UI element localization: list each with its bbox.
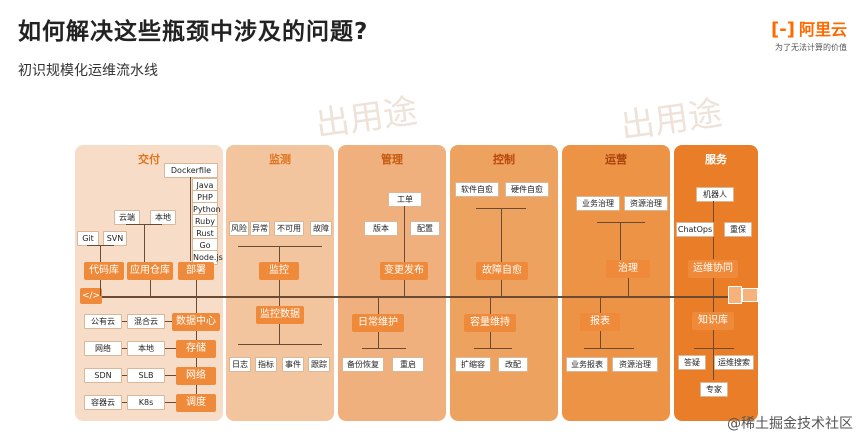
report-node: 报表 [580,313,620,331]
chatops-box: ChatOps [676,222,714,237]
trace-box: 跟踪 [308,357,330,372]
hw-heal-box: 硬件自愈 [505,182,549,197]
cloud-box: 云端 [114,210,140,225]
dc-node: 数据中心 [172,313,220,331]
logo-icon: [-] [771,19,795,40]
brand-logo: [-]阿里云 为了无法计算的价值 [771,16,847,53]
storage-node: 存储 [176,340,216,358]
page-subtitle: 初识规模化运维流水线 [18,63,158,79]
page-title: 如何解决这些瓶颈中涉及的问题? [18,19,369,45]
adapt-box: 改配 [498,357,528,372]
hybrid-box: 混合云 [127,314,165,329]
panel-title: 交付 [138,153,160,166]
logo-name: 阿里云 [798,20,847,39]
collab-node: 运维协同 [688,260,738,278]
k8s-box: K8s [127,395,165,410]
lang-box: Rust [192,226,218,241]
heal-node: 故障自愈 [476,262,528,280]
artifact-node: 应用仓库 [127,262,173,280]
monitor-node: 监控 [259,262,299,280]
git-box: Git [77,231,99,246]
scale-box: 扩缩容 [455,357,491,372]
fault-box: 故障 [310,221,332,236]
container-box: 容器云 [84,395,122,410]
restart-box: 重启 [392,357,424,372]
mdata-node: 监控数据 [256,306,304,324]
local-box: 本地 [150,210,176,225]
tuning-node: 调度 [176,394,216,412]
search-box: 运维搜索 [714,355,754,370]
kb-node: 知识库 [692,312,734,330]
watermark: 出用途 [313,91,420,145]
panel-title: 管理 [381,153,403,166]
codebase-node: 代码库 [84,262,124,280]
panel-title: 控制 [493,153,515,166]
device-icon [728,286,742,304]
local2-box: 本地 [127,341,165,356]
svn-box: SVN [103,231,127,246]
gov-node: 治理 [606,260,650,278]
config-box: 配置 [410,221,440,236]
panel-title: 监测 [269,153,291,166]
event-box: 事件 [282,357,304,372]
device-icon [742,288,758,302]
risk-box: 风险 [229,221,249,236]
panel-title: 服务 [705,153,727,166]
panel-fuwu: 服务 [674,145,758,421]
res-gov2-box: 资源治理 [612,357,658,372]
backup-box: 备份恢复 [342,357,384,372]
dockerfile-box: Dockerfile [164,163,218,178]
slb-box: SLB [127,368,165,383]
deploy-node: 部署 [178,262,214,280]
abn-box: 异常 [250,221,270,236]
public-box: 公有云 [84,314,122,329]
pipeline-line [86,296,754,298]
sw-heal-box: 软件自愈 [455,182,499,197]
expert-box: 专家 [700,382,728,397]
net-box: 网络 [84,341,122,356]
sdn-box: SDN [84,368,122,383]
change-node: 变更发布 [380,262,428,280]
panel-guanli: 管理 [338,145,446,421]
footer-watermark: @稀土掘金技术社区 [727,416,853,432]
capacity-node: 容量维持 [464,314,516,332]
maint-node: 日常维护 [352,314,404,332]
ticket-box: 工单 [388,192,422,207]
watermark: 出用途 [618,93,725,147]
network-node: 网络 [176,367,216,385]
res-gov-box: 资源治理 [624,196,668,211]
panel-yunying: 运营 [562,145,670,421]
code-icon: </> [80,288,102,304]
panel-jiankong: 监测 [226,145,334,421]
logo-slogan: 为了无法计算的价值 [775,43,847,52]
metric-box: 指标 [255,357,277,372]
robot-box: 机器人 [696,187,734,202]
version-box: 版本 [364,221,398,236]
unavail-box: 不可用 [274,221,304,236]
panel-title: 运营 [605,153,627,166]
qa-box: 答疑 [678,355,706,370]
warranty-box: 重保 [724,222,752,237]
log-box: 日志 [229,357,251,372]
biz-report-box: 业务报表 [566,357,608,372]
biz-gov-box: 业务治理 [576,196,620,211]
